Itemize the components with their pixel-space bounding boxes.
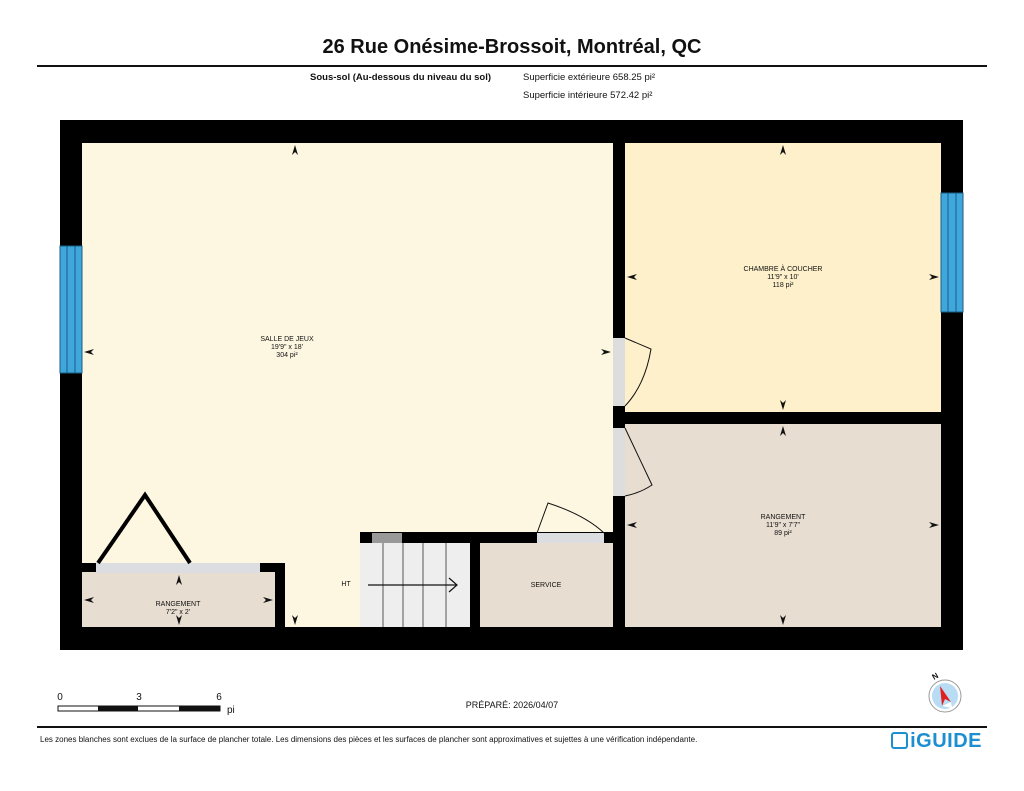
- room-area: 89 pi²: [774, 530, 792, 537]
- room-area: 304 pi²: [276, 352, 298, 359]
- svg-text:0: 0: [57, 692, 63, 703]
- closet-opening: [96, 563, 260, 573]
- door-opening: [613, 338, 625, 406]
- door-opening: [613, 428, 625, 496]
- wall: [360, 532, 613, 543]
- window-left: [59, 245, 83, 374]
- compass-icon: N: [928, 671, 962, 713]
- room-name: SALLE DE JEUX: [260, 336, 314, 343]
- room-name: RANGEMENT: [761, 514, 806, 521]
- room-dims: 19'9" x 18': [271, 344, 303, 351]
- top-divider: [37, 65, 987, 67]
- floor-label: Sous-sol (Au-dessous du niveau du sol): [310, 72, 492, 83]
- svg-text:6: 6: [216, 692, 222, 703]
- exterior-area: Superficie extérieure 658.25 pi²: [523, 72, 656, 83]
- wall: [275, 563, 285, 627]
- window-right: [940, 192, 964, 313]
- svg-text:pi: pi: [227, 705, 235, 716]
- scale-bar: 0 3 6 pi: [57, 692, 235, 716]
- dimension-arrows: [84, 145, 939, 625]
- room-name: CHAMBRE À COUCHER: [744, 264, 823, 273]
- svg-text:N: N: [931, 671, 941, 682]
- door-opening: [537, 533, 604, 543]
- room-name: RANGEMENT: [156, 601, 201, 608]
- prepared-date: PRÉPARÉ: 2026/04/07: [466, 700, 558, 710]
- room-dims: 7'2" x 2': [166, 609, 190, 616]
- bottom-divider: [37, 726, 987, 728]
- room-chambre: [625, 143, 941, 412]
- iguide-logo: iGUIDE: [891, 730, 982, 753]
- page-title: 26 Rue Onésime-Brossoit, Montréal, QC: [322, 36, 702, 58]
- svg-text:3: 3: [136, 692, 142, 703]
- disclaimer: Les zones blanches sont exclues de la su…: [40, 735, 698, 744]
- room-service: [480, 543, 613, 627]
- camera-icon: [891, 732, 909, 749]
- room-dims: 11'9" x 10': [767, 274, 799, 281]
- ht-label: HT: [341, 581, 351, 588]
- room-name: SERVICE: [531, 582, 562, 589]
- room-area: 118 pi²: [773, 282, 795, 289]
- bifold-door: [96, 491, 192, 565]
- room-rangement: [625, 424, 941, 627]
- room-dims: 11'9" x 7'7": [766, 522, 800, 529]
- interior-area: Superficie intérieure 572.42 pi²: [523, 90, 653, 101]
- stair-landing: [372, 533, 402, 543]
- door-swing: [536, 502, 605, 534]
